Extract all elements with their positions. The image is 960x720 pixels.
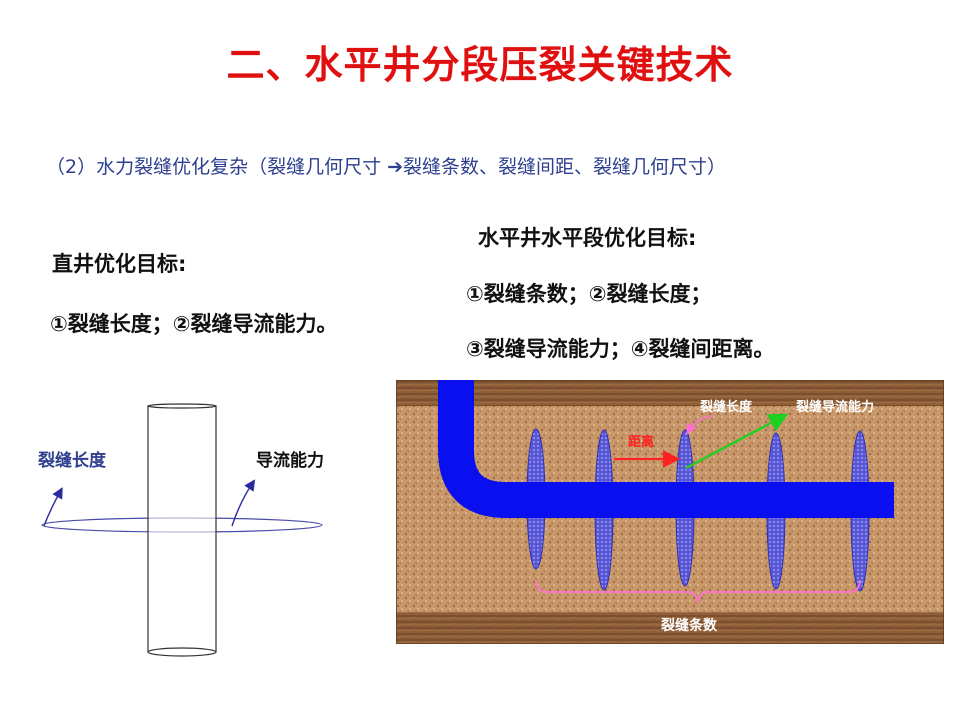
fracture-length-arrow [43,487,63,527]
horizontal-well-diagram: 裂缝长度 裂缝导流能力 距离 裂缝条数 [396,380,944,644]
vertical-well-heading: 直井优化目标: [52,252,187,276]
conductivity-label: 裂缝导流能力 [795,399,874,415]
horizontal-well-targets-2: ③裂缝导流能力；④裂缝间距离。 [466,337,775,361]
conductivity-label: 导流能力 [256,450,324,471]
vertical-well-diagram: 裂缝长度 导流能力 [37,403,324,657]
vertical-wellbore [147,405,217,653]
wellbore-bottom [147,647,217,657]
conductivity-arrow [231,479,256,527]
horizontal-well-targets-1: ①裂缝条数；②裂缝长度； [466,282,712,306]
fracture-count-label: 裂缝条数 [660,617,718,634]
slide-title: 二、水平井分段压裂关键技术 [226,43,734,87]
horizontal-well-heading: 水平井水平段优化目标: [478,226,697,250]
horizontal-wellbore [438,380,894,518]
spacing-label: 距离 [628,434,654,450]
fracture-length-arrow [686,415,713,435]
wellbore-top [147,403,217,409]
fracture-length-label: 裂缝长度 [37,450,107,471]
slide-subtitle: （2）水力裂缝优化复杂（裂缝几何尺寸 ➔裂缝条数、裂缝间距、裂缝几何尺寸） [46,156,727,178]
fracture-count-brace [535,579,861,603]
vertical-well-targets: ①裂缝长度；②裂缝导流能力。 [50,312,338,336]
fracture-length-label: 裂缝长度 [699,399,753,415]
conductivity-arrow [685,413,789,470]
